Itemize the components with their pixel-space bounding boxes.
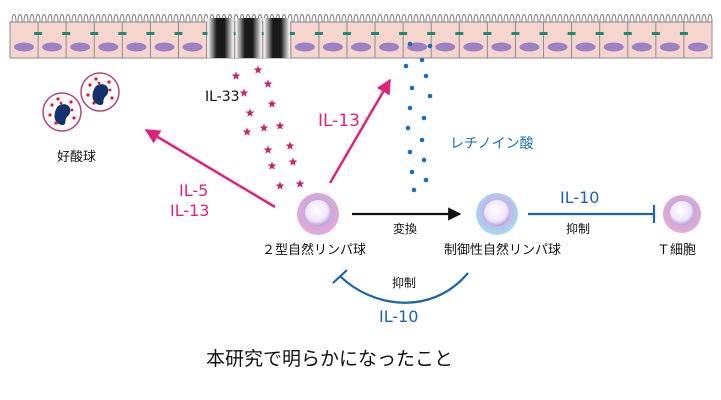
arrow-to-epithelium	[328, 78, 392, 184]
label-il13-left: IL-13	[170, 201, 210, 220]
inhibit-curve-ilc2	[332, 269, 469, 304]
label-suppress-right: 抑制	[566, 222, 591, 236]
label-il10-bottom: IL-10	[379, 307, 419, 326]
label-ilc2: ２型自然リンパ球	[262, 243, 367, 258]
label-il10-right: IL-10	[560, 188, 600, 207]
caption: 本研究で明らかになったこと	[206, 348, 454, 370]
retinoic-acid-molecules	[403, 41, 433, 193]
label-conversion: 変換	[393, 222, 418, 236]
label-tcell: Ｔ細胞	[657, 243, 697, 258]
arrow-to-eosinophil	[144, 128, 276, 209]
label-eosinophil: 好酸球	[57, 150, 97, 165]
epithelial-cell-layer-icon	[9, 14, 713, 59]
ilc-reg-cell-icon	[476, 193, 518, 235]
label-retinoic-acid: レチノイン酸	[450, 136, 534, 152]
label-suppress-bottom: 抑制	[392, 276, 417, 290]
il33-molecules	[231, 65, 305, 190]
label-il5: IL-5	[179, 181, 209, 200]
t-cell-icon	[663, 195, 701, 233]
label-ilc-reg: 制御性自然リンパ球	[444, 243, 562, 258]
inhibit-line-tcell	[528, 205, 656, 223]
ilc2-cell-icon	[297, 193, 339, 235]
label-il13-up: IL-13	[318, 111, 360, 131]
label-il33: IL-33	[205, 89, 240, 105]
eosinophil-cell-icon	[42, 72, 120, 132]
